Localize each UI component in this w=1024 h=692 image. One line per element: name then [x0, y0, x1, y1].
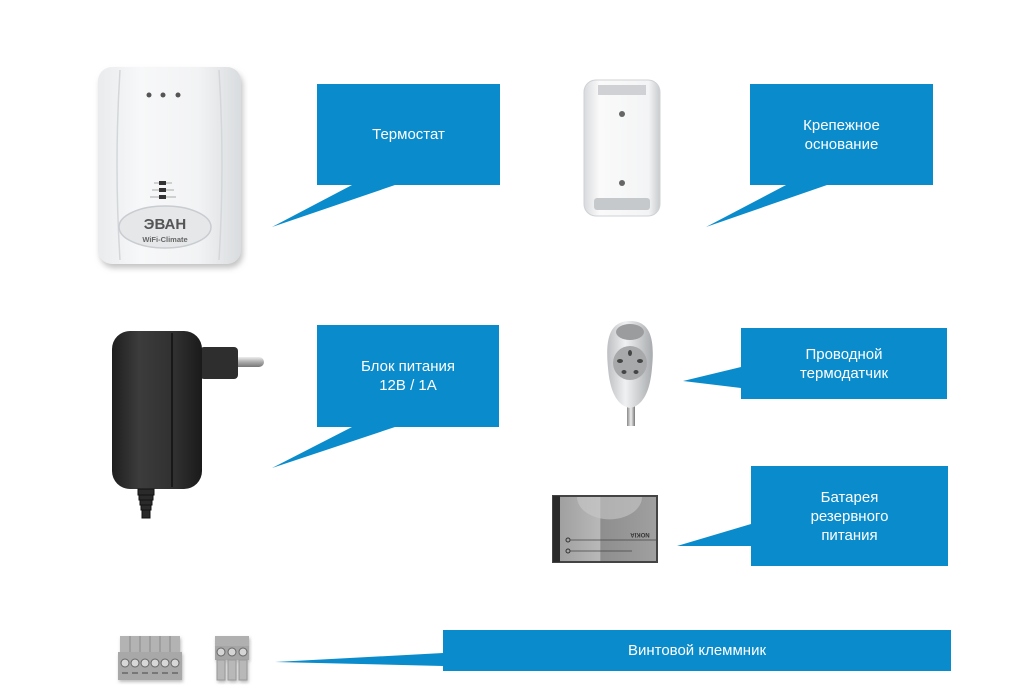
- battery-brand: NOKIA: [630, 531, 650, 537]
- terminal-block-3pin: [215, 636, 249, 681]
- callout-mount: [706, 84, 933, 227]
- thermostat-device-icon: ЭВАН WiFi-Climate: [98, 67, 241, 264]
- wired-sensor-icon: [607, 321, 653, 426]
- label-power: Блок питания 12В / 1А: [361, 358, 455, 394]
- label-battery: Батарея резервного питания: [810, 488, 889, 544]
- brand-logo: ЭВАН: [144, 216, 186, 233]
- callout-sensor: [683, 328, 947, 399]
- callout-power: [272, 325, 499, 468]
- callout-terminal: [275, 630, 951, 671]
- model-name: WiFi-Climate: [142, 235, 187, 244]
- label-terminal: Винтовой клеммник: [627, 642, 767, 659]
- terminal-block-6pin: [118, 636, 182, 680]
- terminal-block-icon: [118, 636, 249, 681]
- callout-thermostat: [272, 84, 500, 227]
- label-mount: Крепежное основание: [803, 116, 880, 153]
- battery-icon: NOKIA: [552, 495, 658, 563]
- callout-battery: [677, 466, 948, 566]
- label-thermostat: Термостат: [372, 126, 445, 143]
- label-sensor: Проводной термодатчик: [799, 345, 889, 382]
- mounting-base-icon: [583, 79, 661, 217]
- power-adapter-icon: [112, 331, 264, 519]
